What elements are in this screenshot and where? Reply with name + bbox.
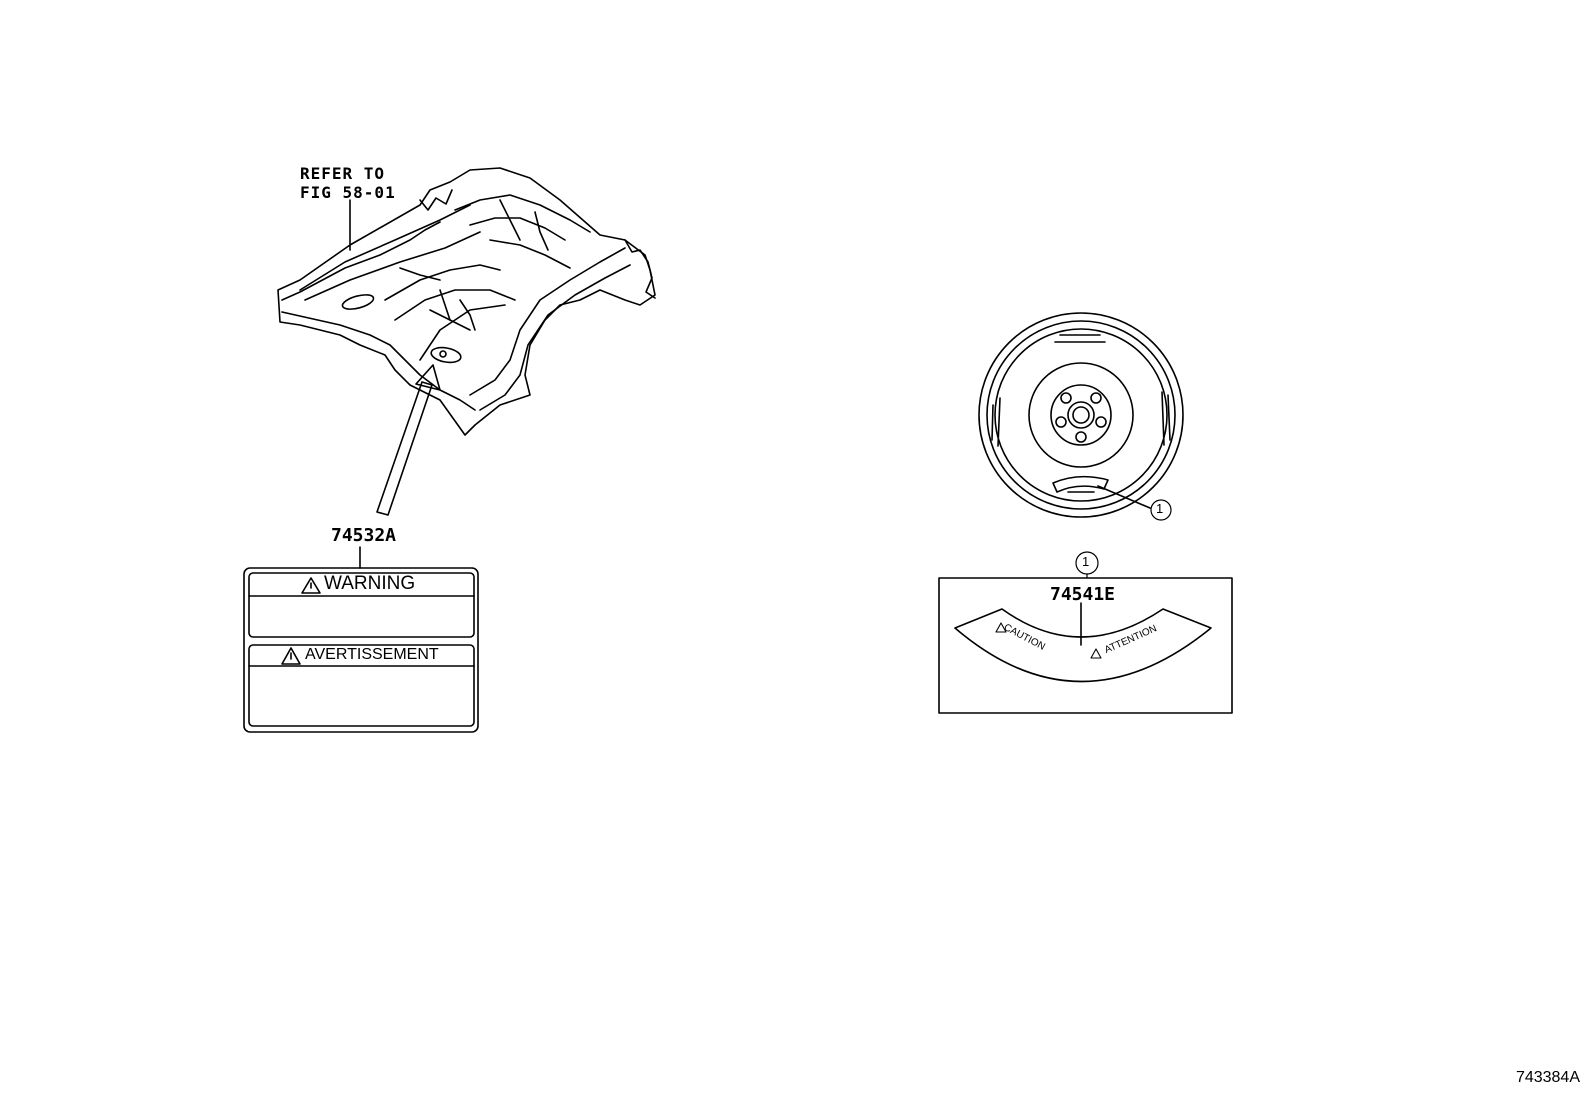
spare-tire-drawing bbox=[978, 312, 1184, 518]
warning-label-drawing bbox=[243, 567, 479, 733]
warning-label-part-number: 74532A bbox=[331, 525, 397, 546]
callout-number-box: 1 bbox=[1082, 554, 1090, 569]
refer-line-2: FIG 58-01 bbox=[300, 183, 396, 202]
location-arrow bbox=[376, 364, 441, 516]
refer-line-1: REFER TO bbox=[300, 164, 386, 183]
tire-label-part-number: 74541E bbox=[1050, 584, 1116, 605]
floor-pan-drawing bbox=[277, 167, 656, 436]
callout-number-tire: 1 bbox=[1156, 501, 1164, 516]
caution-label-drawing bbox=[938, 577, 1233, 714]
refer-to-text: REFER TO FIG 58-01 bbox=[300, 164, 396, 202]
callout-circle-tire bbox=[1150, 499, 1172, 521]
illustration-id: 743384A bbox=[1515, 1069, 1580, 1086]
avertissement-heading: AVERTISSEMENT bbox=[305, 646, 439, 663]
warning-heading: WARNING bbox=[324, 573, 416, 594]
